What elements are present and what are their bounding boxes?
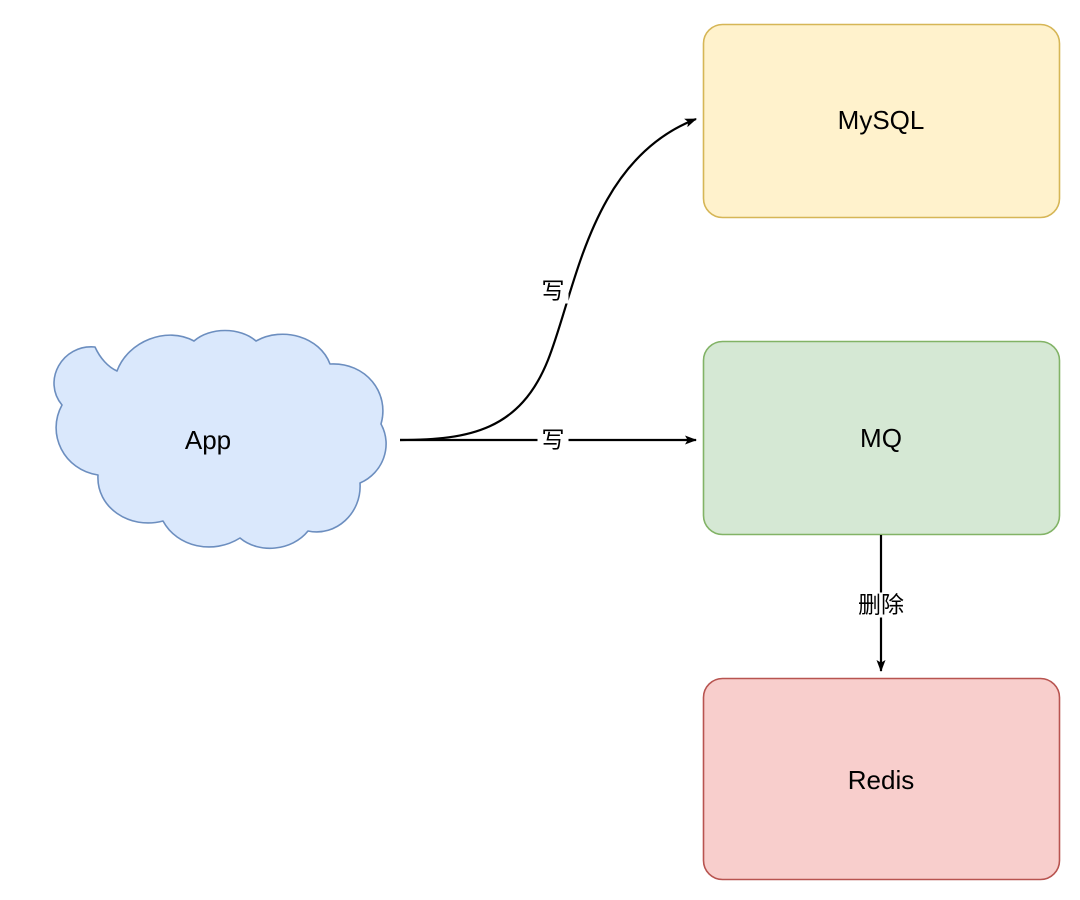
edge-label-mq-to-redis: 删除 [854,592,908,618]
node-mysql[interactable] [702,23,1061,219]
mysql-box [702,23,1061,219]
redis-box [702,677,1061,881]
node-app[interactable] [53,329,387,550]
node-redis[interactable] [702,677,1061,881]
node-mq[interactable] [702,340,1061,536]
edge-label-app-to-mysql: 写 [537,278,569,304]
edge-app-to-mysql[interactable] [399,117,697,442]
cloud-shape [53,329,387,550]
mq-box [702,340,1061,536]
edge-app-to-mysql-line [399,117,697,442]
edge-label-app-to-mq: 写 [537,427,569,453]
